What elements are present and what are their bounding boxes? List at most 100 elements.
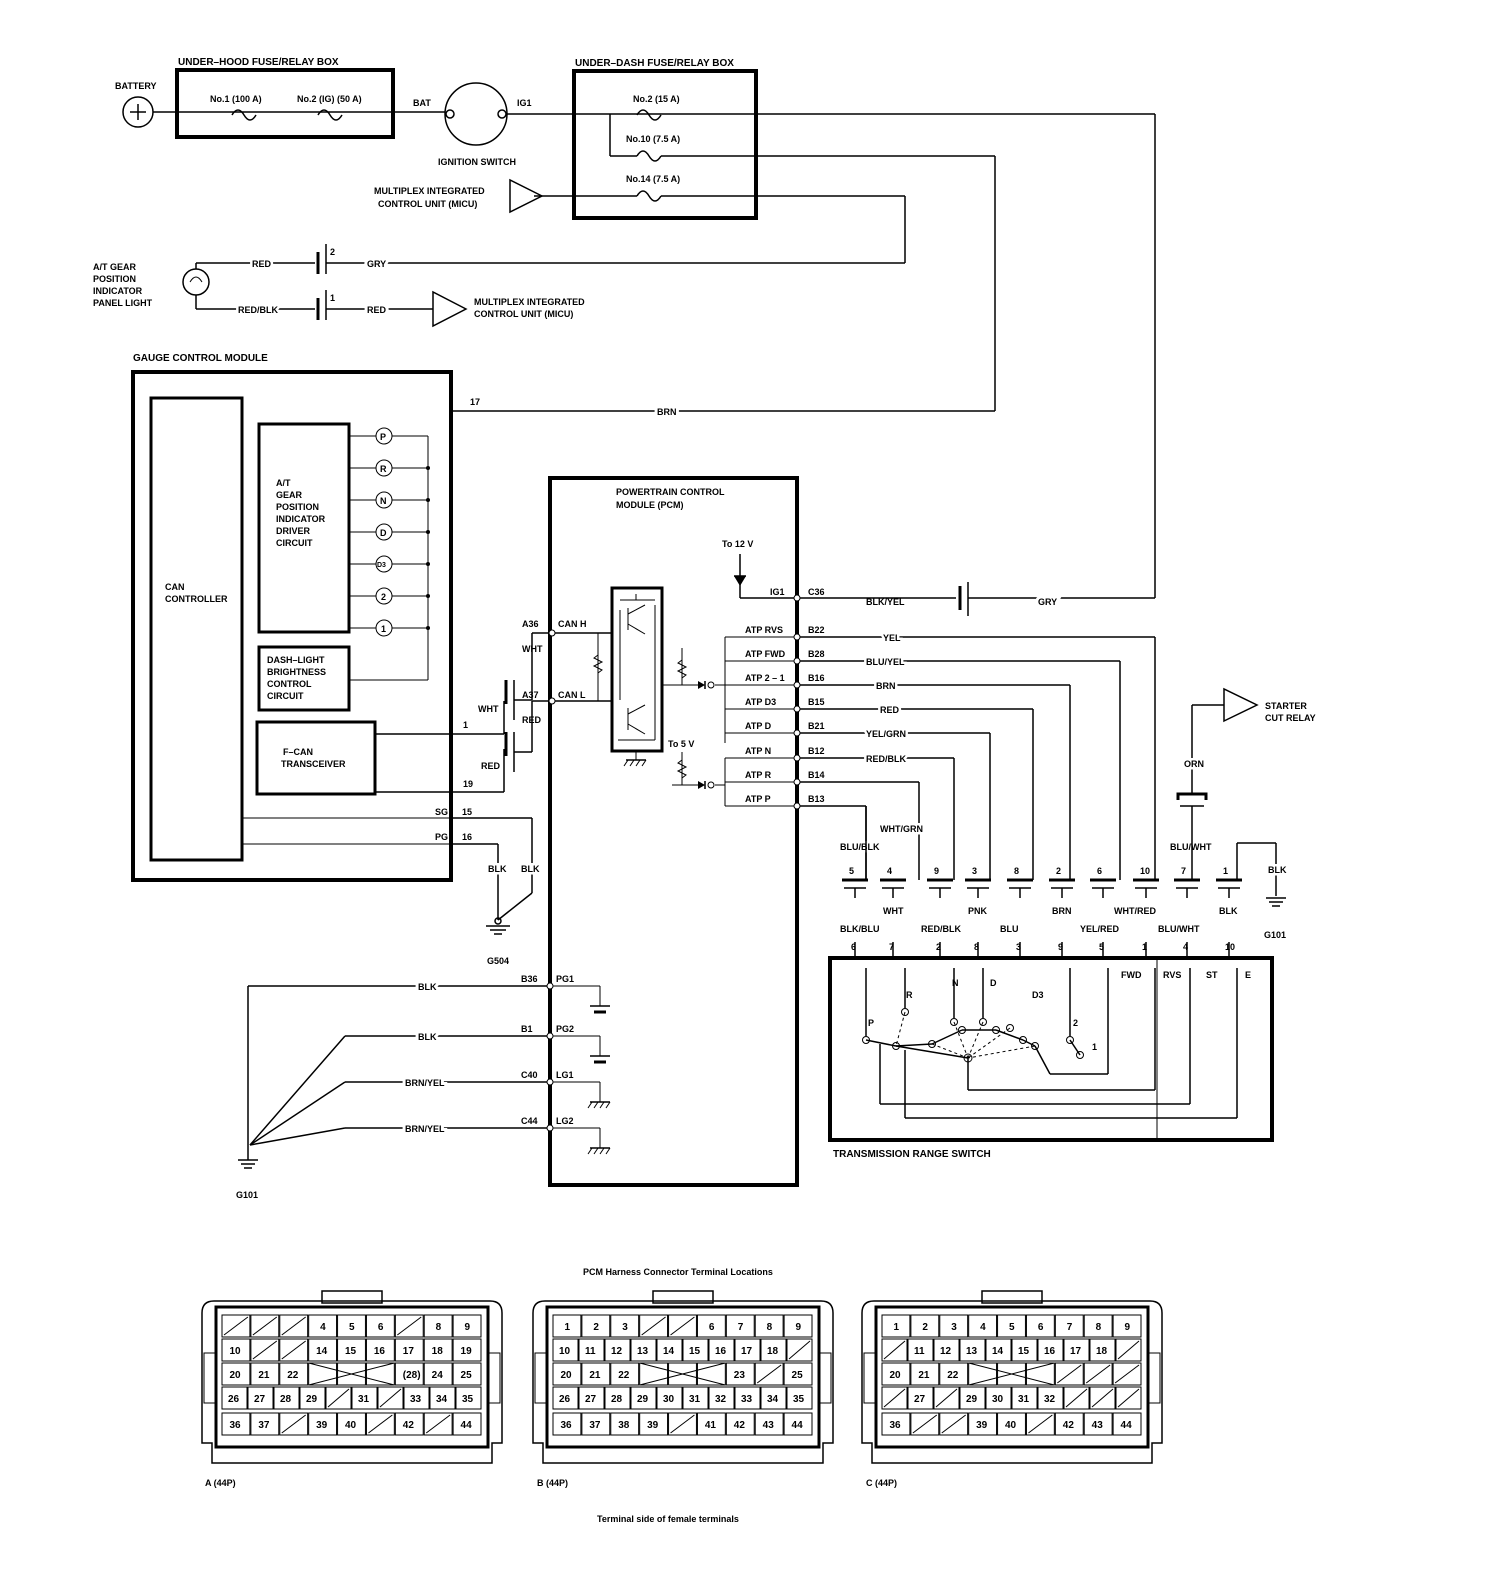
fcan-transceiver (255, 720, 377, 796)
fcan-label-2: TRANSCEIVER (281, 759, 346, 769)
underhood-title: UNDER–HOOD FUSE/RELAY BOX (178, 57, 339, 68)
pin-b-34: 34 (767, 1394, 779, 1405)
atp-name-3: ATP D3 (745, 697, 776, 707)
atp-name-0: ATP RVS (745, 625, 783, 635)
micu2-line2: CONTROL UNIT (MICU) (474, 309, 573, 319)
wire-red2-label: RED (367, 305, 387, 315)
atp-pullup-2 (672, 752, 715, 789)
pin-c-39: 39 (976, 1420, 988, 1431)
pin-a-21: 21 (258, 1370, 270, 1381)
powertrain-control-module (548, 476, 799, 1187)
pin-c-12: 12 (940, 1346, 952, 1357)
pin-b-22: 22 (618, 1370, 630, 1381)
pin-b-33: 33 (741, 1394, 753, 1405)
ground-g101-right-icon (1266, 897, 1286, 907)
gear-2: 2 (381, 592, 386, 602)
ground-name-0: PG1 (556, 974, 574, 984)
pin-a-28: (28) (403, 1370, 421, 1381)
pin-b-14: 14 (663, 1346, 675, 1357)
pin-c-2: 2 (922, 1322, 928, 1333)
gauge-control-module (131, 370, 453, 882)
wire-brn-label: BRN (657, 407, 677, 417)
trs-top-pin-3: 3 (972, 866, 977, 876)
to-5v: To 5 V (668, 739, 694, 749)
pin-c-27: 27 (914, 1394, 926, 1405)
pin-a36: A36 (522, 619, 539, 629)
ground-pin-2: C40 (521, 1070, 538, 1080)
pin-a-29: 29 (306, 1394, 318, 1405)
pin-c-15: 15 (1018, 1346, 1030, 1357)
pin-b-32: 32 (715, 1394, 727, 1405)
svg-text:GEAR: GEAR (276, 490, 303, 500)
pin-c-36: 36 (889, 1420, 901, 1431)
pin-b-31: 31 (689, 1394, 701, 1405)
term-st: ST (1206, 970, 1218, 980)
underdash-title: UNDER–DASH FUSE/RELAY BOX (575, 58, 734, 69)
can-controller-label-1: CAN (165, 582, 185, 592)
battery-symbol (122, 96, 154, 128)
gcm-pin-17: 17 (470, 397, 480, 407)
trs-top-pin-9: 1 (1223, 866, 1228, 876)
pin-c-1: 1 (893, 1322, 899, 1333)
can-controller (149, 396, 244, 862)
pos-r: R (906, 990, 913, 1000)
ground-wire-2: BRN/YEL (405, 1078, 445, 1088)
pin-c-3: 3 (951, 1322, 957, 1333)
pin-c-44: 44 (1121, 1420, 1133, 1431)
wire-red-gcm-label: RED (481, 761, 501, 771)
atp-name-4: ATP D (745, 721, 772, 731)
bat-label: BAT (413, 98, 431, 108)
micu2-line1: MULTIPLEX INTEGRATED (474, 297, 585, 307)
pos-d: D (990, 978, 997, 988)
gear-indicator-lamps: P R N D D3 2 1 (349, 427, 430, 681)
trs-top-pin-5: 2 (1056, 866, 1061, 876)
trs-bot-pin-7: 1 (1142, 942, 1147, 952)
atp-name-5: ATP N (745, 746, 771, 756)
pin-a-24: 24 (432, 1370, 444, 1381)
trs-bot-pin-6: 5 (1099, 942, 1104, 952)
wire-wht-pcm: WHT (522, 644, 543, 654)
trs-bot-wire-1: RED/BLK (921, 924, 961, 934)
fuse-d2-label: No.2 (15 A) (633, 94, 680, 104)
trs-bot-pin-0: 6 (851, 942, 856, 952)
pin-b-18: 18 (767, 1346, 779, 1357)
ground-g504-icon (486, 917, 510, 935)
pin-a-44: 44 (461, 1420, 473, 1431)
connectors-title: PCM Harness Connector Terminal Locations (583, 1267, 773, 1277)
trs-mid-wire-2: BRN (1052, 906, 1072, 916)
wire-orn: ORN (1184, 759, 1204, 769)
term-fwd: FWD (1121, 970, 1142, 980)
pin-a-18: 18 (432, 1346, 444, 1357)
pin-a-26: 26 (228, 1394, 240, 1405)
svg-text:BRIGHTNESS: BRIGHTNESS (267, 667, 326, 677)
pin-b-42: 42 (734, 1420, 746, 1431)
pin-b-13: 13 (637, 1346, 649, 1357)
pcm-ig1: IG1 (770, 587, 785, 597)
panel-light-bulb (182, 268, 210, 296)
micu1-line2: CONTROL UNIT (MICU) (378, 199, 477, 209)
pin-a-9: 9 (465, 1322, 471, 1333)
pin-b-10: 10 (559, 1346, 571, 1357)
pin-b-27: 27 (585, 1394, 597, 1405)
wire-blk-trs: BLK (1268, 865, 1287, 875)
fcan-label-1: F–CAN (283, 747, 313, 757)
pin-a-19: 19 (461, 1346, 473, 1357)
pin-a-25: 25 (461, 1370, 473, 1381)
pin-c-11: 11 (914, 1346, 925, 1357)
pin-b-7: 7 (738, 1322, 744, 1333)
ig1-label: IG1 (517, 98, 532, 108)
wire-blk-1: BLK (488, 864, 507, 874)
trs-title: TRANSMISSION RANGE SWITCH (833, 1149, 991, 1160)
svg-text:INDICATOR: INDICATOR (276, 514, 326, 524)
pin-b-20: 20 (560, 1370, 572, 1381)
pin-a-42: 42 (403, 1420, 415, 1431)
pin-c-5: 5 (1009, 1322, 1015, 1333)
gear-n: N (380, 496, 387, 506)
atp-name-6: ATP R (745, 770, 772, 780)
atp-pin-5: B12 (808, 746, 825, 756)
connector-b-label: B (44P) (537, 1478, 568, 1488)
pin-2: 2 (330, 247, 335, 257)
